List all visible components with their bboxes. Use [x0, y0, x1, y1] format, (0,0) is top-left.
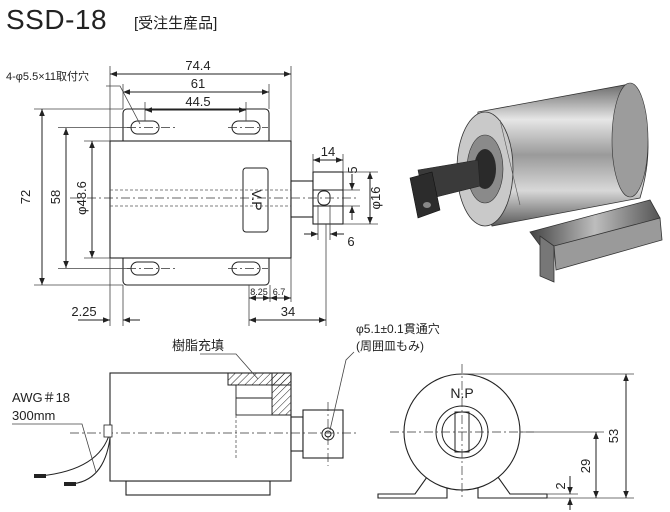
- dim-inner-width: 44.5: [185, 94, 210, 109]
- dim-hole-pitch-v: 58: [48, 190, 63, 204]
- vp-label-box: [242, 167, 269, 233]
- vp-label: V.P: [249, 189, 265, 210]
- side-plunger-head: [302, 409, 344, 459]
- product-photo: [409, 82, 663, 283]
- end-dim-base: 2: [553, 482, 568, 489]
- through-hole-note: (周囲皿もみ): [356, 339, 424, 353]
- wire-gauge-label: AWG＃18: [12, 390, 70, 405]
- top-view: V.P 74.4 61 44.5 4-φ5.5×11取付穴 72: [6, 58, 383, 326]
- dim-pin: 6: [347, 234, 354, 249]
- dim-body-dia: φ48.6: [74, 181, 89, 215]
- end-view: N.P 53 29 2: [377, 364, 634, 510]
- resin-fill-side: [271, 372, 292, 416]
- side-view: 樹脂充填 φ5.1±0.1貫通穴 (周囲皿もみ) AWG＃18 300mm: [12, 321, 440, 496]
- dim-overall-width: 74.4: [185, 58, 210, 73]
- mount-holes-label: 4-φ5.5×11取付穴: [6, 69, 89, 83]
- dim-small-b: 6.7: [273, 287, 286, 297]
- through-hole-label: φ5.1±0.1貫通穴: [356, 321, 440, 336]
- model-title: SSD-18: [6, 4, 108, 35]
- dim-base-offset: 2.25: [71, 304, 96, 319]
- wire-length-label: 300mm: [12, 408, 55, 423]
- dim-stroke-total: 34: [281, 304, 295, 319]
- dim-plunger-len: 14: [321, 144, 335, 159]
- dim-slot: 5: [345, 166, 360, 173]
- end-dim-center: 29: [578, 459, 593, 473]
- dim-height: 72: [18, 190, 33, 204]
- lead-wire-2: [69, 437, 111, 485]
- plunger-shaft: [290, 180, 314, 218]
- dim-small-a: 8.25: [250, 287, 268, 297]
- end-dim-height: 53: [606, 429, 621, 443]
- resin-fill-label: 樹脂充填: [172, 338, 224, 353]
- np-label: N.P: [450, 385, 473, 401]
- build-to-order-note: [受注生産品]: [134, 15, 218, 32]
- dim-hole-pitch: 61: [191, 76, 205, 91]
- side-bracket: [125, 480, 271, 496]
- lead-wire-1: [39, 431, 111, 477]
- dim-plunger-dia: φ16: [368, 187, 383, 210]
- side-plunger-shaft: [290, 416, 304, 452]
